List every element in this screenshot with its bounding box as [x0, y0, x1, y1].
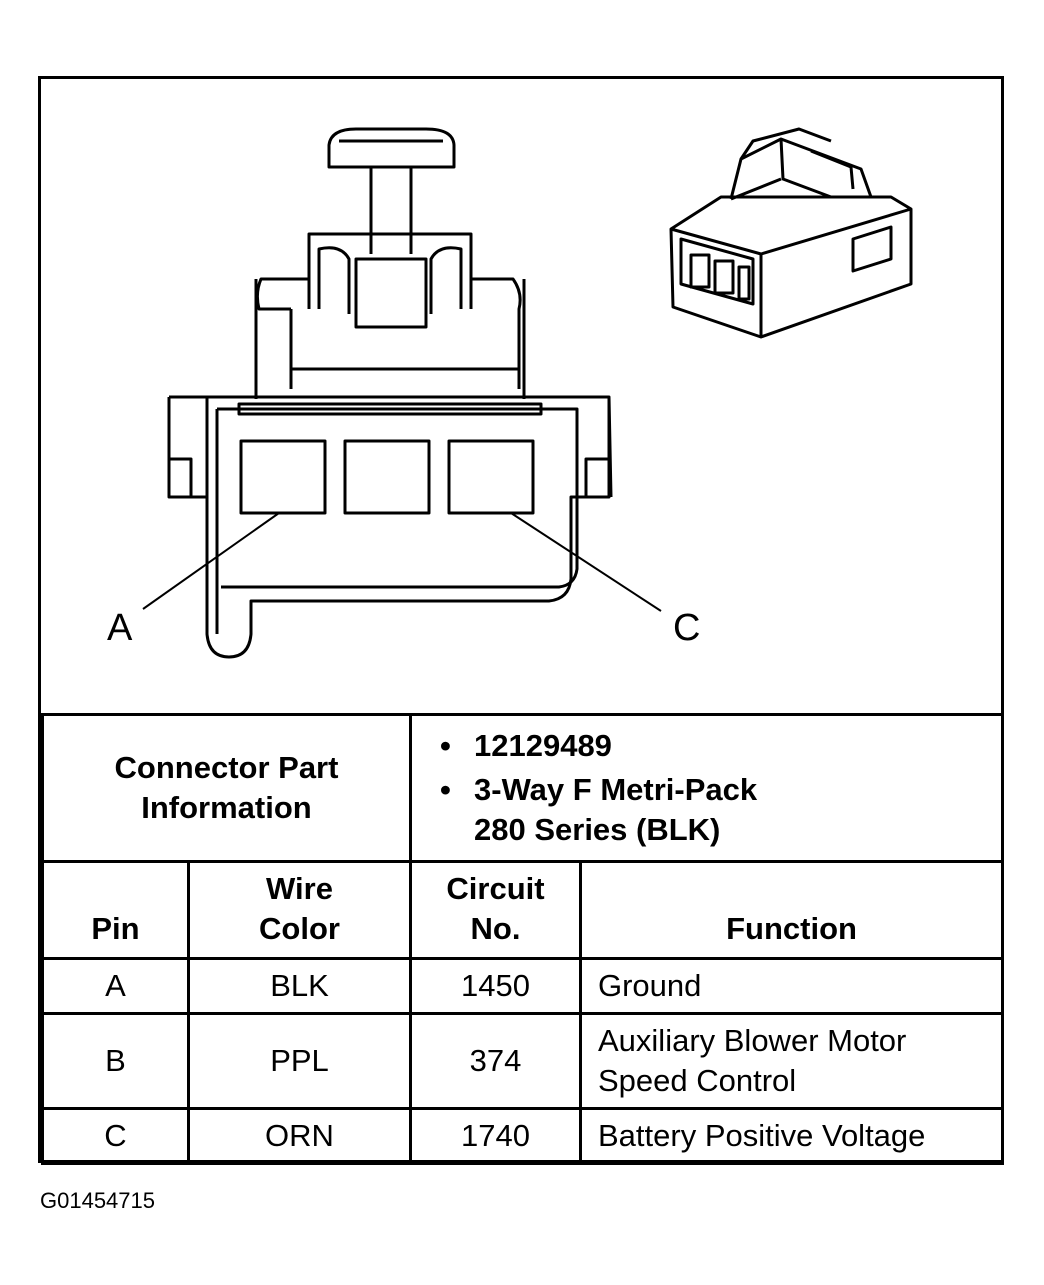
- connector-table: Connector Part Information 12129489 3-Wa…: [41, 713, 1005, 1165]
- pin-cell: B: [41, 1012, 190, 1110]
- header-pin: Pin: [41, 860, 190, 960]
- pin-label-a: A: [107, 607, 133, 649]
- header-function: Function: [578, 860, 1005, 960]
- connector-illustration: [142, 127, 913, 659]
- leader-line-c: [510, 512, 662, 612]
- figure-frame: A C Connector Part Information 12129489 …: [38, 76, 1005, 1165]
- cavity-c: [447, 439, 535, 515]
- connector-isometric-view: [669, 127, 913, 339]
- cavity-a: [239, 439, 327, 515]
- wire-color-cell: ORN: [187, 1107, 412, 1165]
- circuit-cell: 1740: [409, 1107, 582, 1165]
- cavity-b: [343, 439, 431, 515]
- connector-info-details: 12129489 3-Way F Metri-Pack 280 Series (…: [408, 713, 1005, 863]
- figure-id: G01454715: [40, 1188, 155, 1213]
- table-row: A BLK 1450 Ground: [41, 957, 1005, 1015]
- table-row: C ORN 1740 Battery Positive Voltage: [41, 1107, 1005, 1165]
- part-description: 3-Way F Metri-Pack 280 Series (BLK): [440, 770, 1001, 850]
- pin-label-c: C: [673, 607, 701, 649]
- pin-cell: A: [41, 957, 190, 1015]
- connector-info-title: Connector Part Information: [41, 713, 412, 863]
- circuit-cell: 1450: [409, 957, 582, 1015]
- part-number: 12129489: [440, 726, 1001, 766]
- pin-cell: C: [41, 1107, 190, 1165]
- wire-color-cell: PPL: [187, 1012, 412, 1110]
- function-cell: Ground: [578, 957, 1005, 1015]
- leader-line-a: [142, 512, 280, 610]
- wire-color-cell: BLK: [187, 957, 412, 1015]
- connector-info-row: Connector Part Information 12129489 3-Wa…: [41, 713, 1005, 863]
- circuit-cell: 374: [409, 1012, 582, 1110]
- connector-front-view: [142, 127, 662, 659]
- function-cell: Battery Positive Voltage: [578, 1107, 1005, 1165]
